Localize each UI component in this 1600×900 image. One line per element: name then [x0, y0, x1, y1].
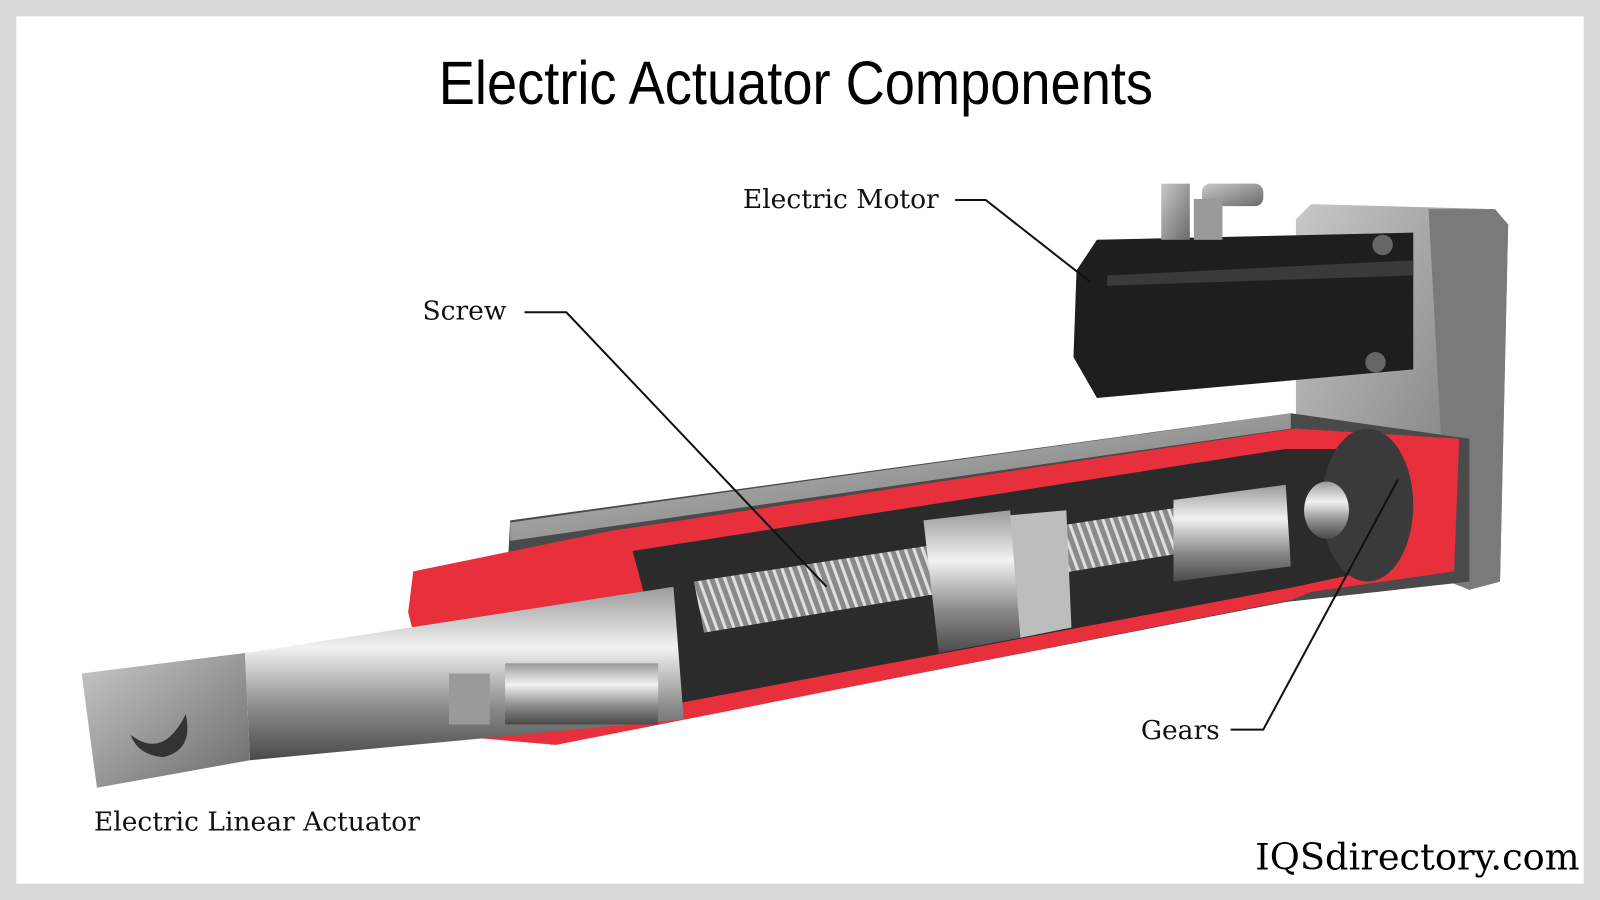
page-title: Electric Actuator Components [439, 49, 1153, 117]
electric-motor [1073, 183, 1414, 398]
screw [693, 484, 1291, 654]
label-gears: Gears [1141, 715, 1220, 746]
extension-rod [81, 586, 684, 788]
label-electric-linear-actuator: Electric Linear Actuator [94, 807, 420, 838]
brand-watermark: IQSdirectory.com [1255, 835, 1579, 878]
label-electric-motor: Electric Motor [743, 184, 939, 215]
label-screw: Screw [422, 295, 506, 326]
actuator-illustration [81, 183, 1509, 788]
leader-line-motor [955, 198, 1091, 283]
gears [1304, 428, 1414, 582]
leader-line-screw [524, 311, 828, 588]
leader-line-gears [1230, 479, 1399, 731]
